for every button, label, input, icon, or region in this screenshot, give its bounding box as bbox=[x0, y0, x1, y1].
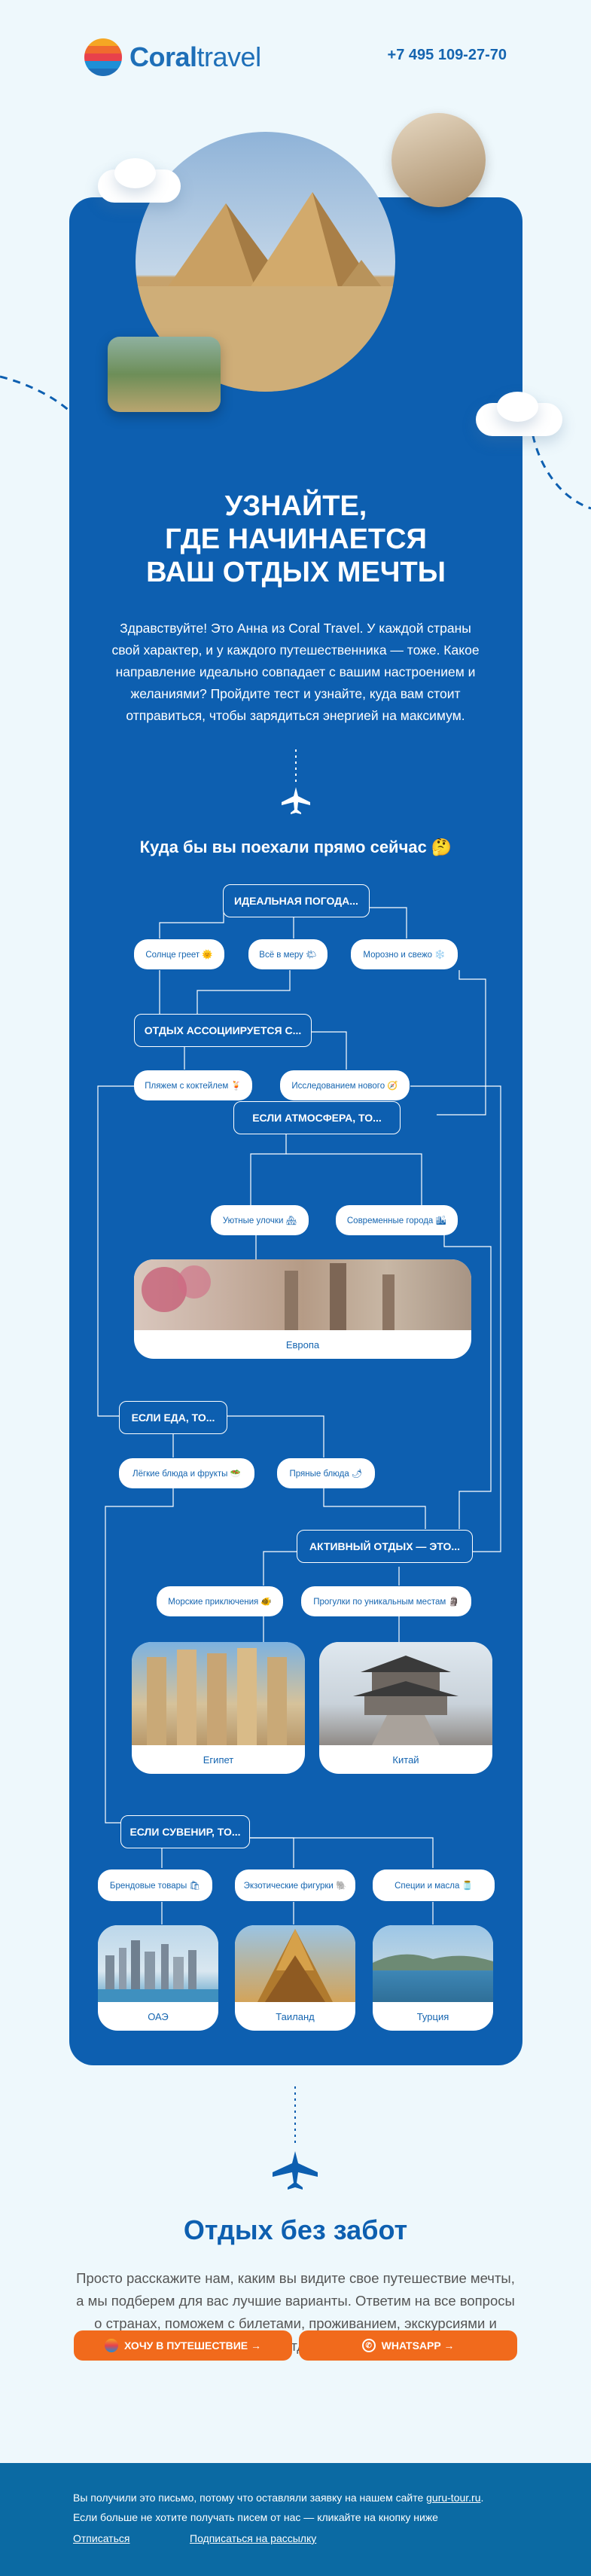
travel-button[interactable]: ХОЧУ В ПУТЕШЕСТВИЕ → bbox=[74, 2330, 292, 2361]
logo-mark-icon bbox=[84, 38, 122, 76]
question-souvenir: ЕСЛИ СУВЕНИР, ТО... bbox=[120, 1815, 250, 1848]
option-light-dishes[interactable]: Лёгкие блюда и фрукты 🥗 bbox=[119, 1458, 254, 1488]
option-brand-goods[interactable]: Брендовые товары 🛍 bbox=[98, 1869, 212, 1901]
destination-label: Таиланд bbox=[276, 2010, 315, 2022]
whatsapp-button[interactable]: ✆ WHATSAPP → bbox=[299, 2330, 517, 2361]
great-wall-photo bbox=[391, 113, 486, 207]
plane-icon bbox=[273, 2086, 318, 2190]
option-moderate[interactable]: Всё в меру 🌤 bbox=[248, 939, 327, 969]
thailand-photo bbox=[257, 1929, 333, 2002]
option-modern-cities[interactable]: Современные города 🏙 bbox=[336, 1205, 458, 1235]
option-sun[interactable]: Солнце греет 🌞 bbox=[134, 939, 224, 969]
brand-name: Coraltravel bbox=[129, 41, 261, 72]
footer bbox=[0, 2463, 591, 2576]
footer-text: Вы получили это письмо, потому что остав… bbox=[73, 2492, 484, 2523]
question-food: ЕСЛИ ЕДА, ТО... bbox=[119, 1401, 227, 1434]
question-weather: ИДЕАЛЬНАЯ ПОГОДА... bbox=[223, 884, 370, 917]
question-vacation-association: ОТДЫХ АССОЦИИРУЕТСЯ С... bbox=[134, 1014, 312, 1047]
option-spicy-dishes[interactable]: Пряные блюда 🌶 bbox=[277, 1458, 375, 1488]
option-explore-new[interactable]: Исследованием нового 🧭 bbox=[280, 1070, 410, 1100]
countryside-photo bbox=[108, 337, 221, 412]
cloud-decoration bbox=[114, 158, 156, 188]
question-atmosphere: ЕСЛИ АТМОСФЕРА, ТО... bbox=[233, 1101, 401, 1134]
option-frosty[interactable]: Морозно и свежо ❄️ bbox=[351, 939, 458, 969]
destination-label: Китай bbox=[392, 1753, 419, 1766]
phone-number-link[interactable]: +7 495 109-27-70 bbox=[387, 47, 507, 63]
coral-logo-icon bbox=[104, 2339, 118, 2352]
destination-label: ОАЭ bbox=[148, 2010, 169, 2022]
destination-label: Европа bbox=[285, 1338, 320, 1351]
option-spices-oils[interactable]: Специи и масла 🫙 bbox=[373, 1869, 495, 1901]
destination-label: Египет bbox=[203, 1753, 234, 1766]
option-cozy-streets[interactable]: Уютные улочки 🏘 bbox=[211, 1205, 309, 1235]
option-exotic-figurines[interactable]: Экзотические фигурки 🐘 bbox=[235, 1869, 355, 1901]
destination-turkey[interactable]: Турция bbox=[373, 1925, 493, 2031]
flow-connectors bbox=[97, 907, 501, 1924]
turkey-photo bbox=[373, 1954, 493, 1970]
unsubscribe-link[interactable]: Отписаться bbox=[73, 2532, 130, 2544]
europe-photo bbox=[142, 1263, 395, 1330]
option-unique-walks[interactable]: Прогулки по уникальным местам 🗿 bbox=[301, 1586, 471, 1616]
option-sea-adventures[interactable]: Морские приключения 🐠 bbox=[157, 1586, 283, 1616]
destination-egypt[interactable]: Египет bbox=[132, 1642, 305, 1774]
section-title: Отдых без забот bbox=[183, 2214, 408, 2245]
dashed-path-right bbox=[529, 422, 591, 510]
quiz-subtitle: Куда бы вы поехали прямо сейчас 🤔 bbox=[139, 838, 452, 856]
destination-europe[interactable]: Европа bbox=[134, 1259, 471, 1359]
destination-thailand[interactable]: Таиланд bbox=[235, 1925, 355, 2031]
hero-intro-text: Здравствуйте! Это Анна из Coral Travel. … bbox=[111, 621, 480, 723]
option-beach-cocktail[interactable]: Пляжем с коктейлем 🍹 bbox=[134, 1070, 252, 1100]
question-active-rest: АКТИВНЫЙ ОТДЫХ — ЭТО... bbox=[297, 1530, 473, 1563]
plane-icon bbox=[282, 749, 310, 814]
subscribe-link[interactable]: Подписаться на рассылку bbox=[190, 2532, 317, 2544]
cloud-decoration bbox=[497, 392, 538, 422]
coral-travel-logo[interactable]: Coraltravel bbox=[84, 36, 265, 78]
egypt-photo bbox=[147, 1648, 287, 1745]
site-link[interactable]: guru-tour.ru bbox=[426, 2492, 481, 2504]
uae-photo bbox=[98, 1940, 218, 2002]
destination-label: Турция bbox=[416, 2010, 449, 2022]
hero-title: УЗНАЙТЕ, ГДЕ НАЧИНАЕТСЯ ВАШ ОТДЫХ МЕЧТЫ bbox=[146, 490, 446, 588]
whatsapp-icon: ✆ bbox=[361, 2339, 376, 2352]
china-photo bbox=[353, 1656, 458, 1745]
destination-uae[interactable]: ОАЭ bbox=[98, 1925, 218, 2031]
destination-china[interactable]: Китай bbox=[319, 1642, 492, 1774]
